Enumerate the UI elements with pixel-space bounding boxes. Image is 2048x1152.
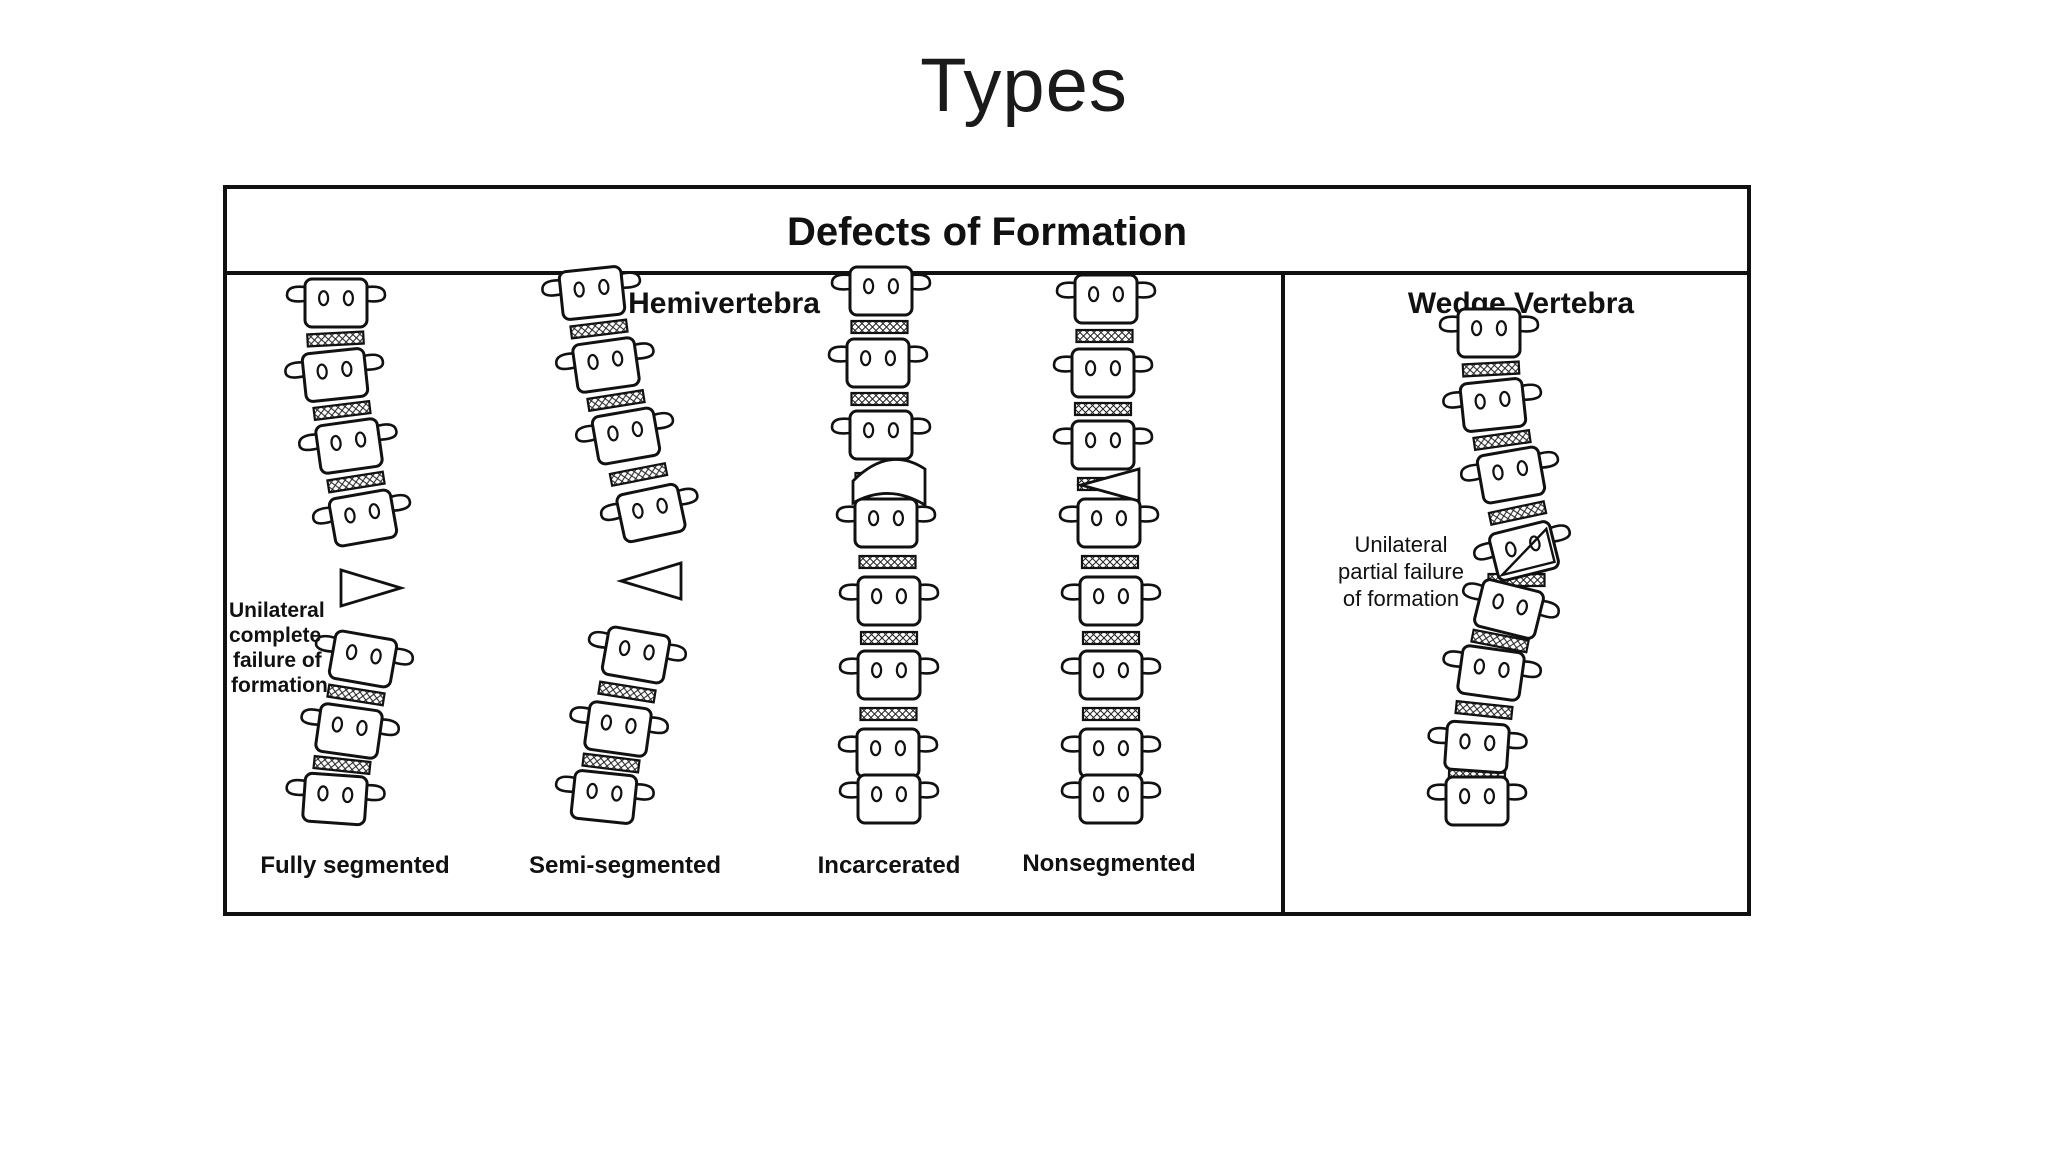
vertebra [587, 625, 688, 685]
annotation-unilateral-complete: Unilateral complete failure of formation [229, 599, 328, 697]
vertebra [1060, 773, 1162, 825]
vertebra [838, 773, 940, 825]
intervertebral-disc [850, 319, 909, 335]
vertebra [300, 702, 400, 760]
vertebra [827, 337, 929, 389]
intervertebral-disc [1075, 328, 1134, 344]
vertebra [1442, 377, 1543, 433]
vertebra [838, 649, 940, 701]
spine-incarcerated [827, 265, 940, 825]
vertebra [1060, 575, 1162, 627]
figure-header: Defects of Formation [787, 210, 1187, 254]
defects-of-formation-figure: Defects of Formation Hemivertebra Wedge … [221, 183, 1753, 918]
vertebra [830, 409, 932, 461]
intervertebral-disc [312, 754, 372, 776]
intervertebral-disc [312, 399, 372, 422]
vertebra [311, 488, 412, 548]
intervertebral-disc [326, 470, 386, 494]
annotation-line: partial failure [1338, 559, 1464, 584]
intervertebral-disc [850, 391, 909, 407]
vertebra [285, 771, 386, 827]
caption-fully-segmented: Fully segmented [260, 852, 449, 879]
intervertebral-disc [1472, 428, 1532, 452]
caption-semi-segmented: Semi-segmented [529, 852, 721, 879]
intervertebral-disc [1461, 360, 1521, 378]
vertebra [541, 265, 642, 321]
vertebra [1442, 644, 1542, 702]
intervertebral-disc [306, 330, 365, 348]
intervertebral-disc [858, 554, 917, 570]
vertebra [1052, 347, 1154, 399]
vertebra [835, 497, 937, 549]
vertebra [1472, 520, 1572, 582]
vertebra [1060, 649, 1162, 701]
vertebra [285, 277, 387, 329]
intervertebral-disc [859, 630, 919, 646]
vertebra [1427, 719, 1528, 775]
annotation-line: complete [229, 624, 321, 647]
caption-nonsegmented: Nonsegmented [1022, 850, 1195, 877]
hemivertebra [851, 458, 927, 508]
vertebra [574, 406, 675, 466]
spine-nonsegmented [1052, 273, 1162, 825]
vertebra [1461, 578, 1561, 640]
intervertebral-disc [1073, 401, 1133, 417]
intervertebral-disc [569, 318, 629, 340]
annotation-line: Unilateral [1355, 532, 1448, 557]
vertebra [1426, 775, 1528, 827]
annotation-line: Unilateral [229, 599, 325, 622]
annotation-unilateral-partial: Unilateral partial failure of formation [1338, 532, 1464, 611]
intervertebral-disc [608, 461, 669, 488]
intervertebral-disc [1080, 554, 1140, 570]
intervertebral-disc [326, 683, 386, 707]
spine-illustrations [284, 265, 1572, 827]
vertebra [837, 727, 939, 779]
vertebra [298, 417, 398, 475]
intervertebral-disc [859, 706, 918, 722]
vertebra [1060, 727, 1162, 779]
vertebra [838, 575, 940, 627]
hemivertebra-heading: Hemivertebra [628, 287, 820, 320]
vertebra [1438, 307, 1540, 359]
vertebra [599, 482, 699, 544]
intervertebral-disc [1487, 500, 1548, 526]
vertebra [284, 347, 385, 403]
caption-incarcerated: Incarcerated [818, 852, 961, 879]
spine-wedge [1426, 307, 1572, 827]
annotation-line: failure of [233, 649, 323, 672]
intervertebral-disc [1081, 706, 1141, 722]
hemivertebra [1075, 467, 1141, 503]
vertebra [1459, 445, 1560, 505]
intervertebral-disc [1081, 630, 1141, 646]
hemivertebra [339, 568, 406, 608]
annotation-line: formation [231, 674, 328, 697]
slide-title: Types [920, 43, 1128, 128]
spine-fully-segmented [284, 277, 415, 827]
annotation-line: of formation [1343, 586, 1459, 611]
vertebra [555, 336, 655, 394]
intervertebral-disc [1470, 628, 1530, 654]
intervertebral-disc [581, 752, 641, 774]
figure-frame [223, 185, 1751, 916]
vertebra [1055, 273, 1157, 325]
vertebra [1052, 419, 1154, 471]
vertebra [554, 769, 655, 825]
vertebra [830, 265, 932, 317]
hemivertebra [616, 561, 683, 601]
vertebra [1058, 497, 1160, 549]
spine-semi-segmented [541, 265, 699, 825]
intervertebral-disc [597, 680, 657, 704]
intervertebral-disc [586, 388, 646, 413]
vertebra [569, 700, 669, 758]
vertebra [314, 629, 415, 689]
intervertebral-disc [1454, 699, 1514, 721]
